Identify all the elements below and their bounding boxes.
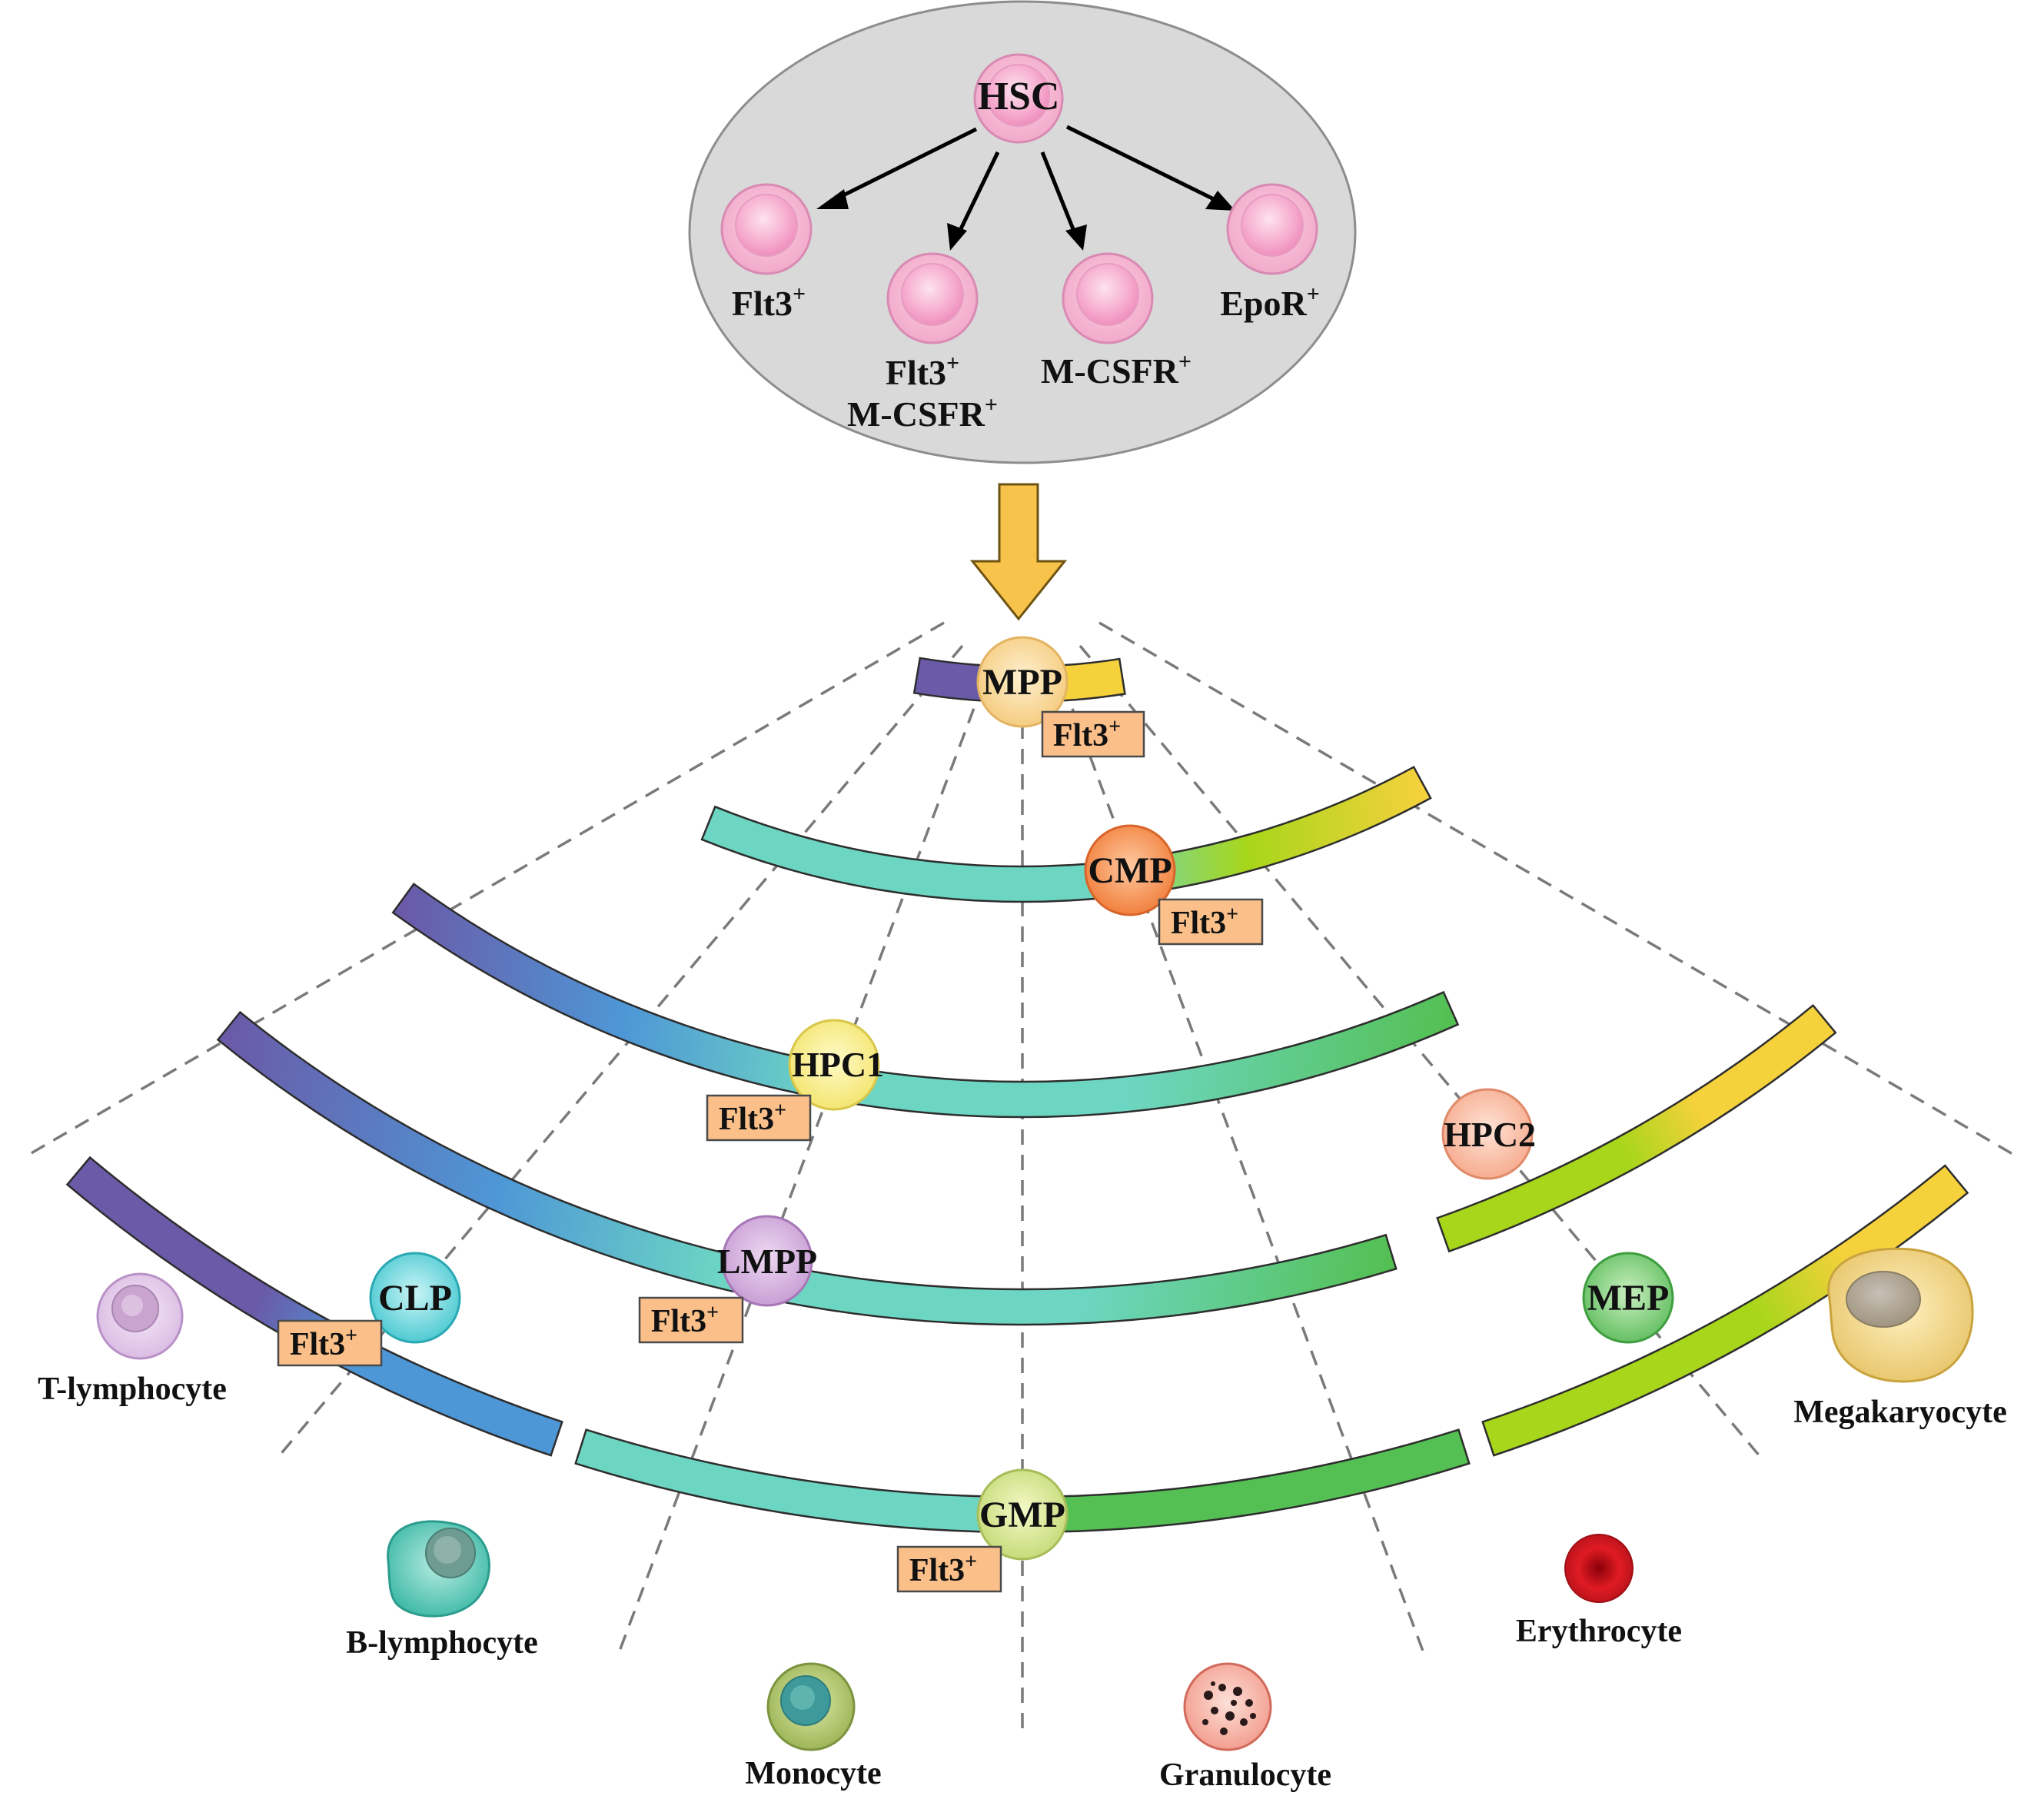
flt3-tag-gmp: Flt3+ xyxy=(896,1545,1002,1593)
granulocyte-cell xyxy=(1183,1662,1272,1751)
erythrocyte-label: Erythrocyte xyxy=(1516,1614,1682,1649)
mep-cell: MEP xyxy=(1582,1252,1674,1344)
megakaryocyte-label: Megakaryocyte xyxy=(1793,1395,2007,1430)
monocyte-label: Monocyte xyxy=(745,1756,881,1791)
subset-label-mcsfr-line2: M-CSFR+ xyxy=(847,392,998,434)
subset-label-epor: EpoR+ xyxy=(1220,281,1320,323)
svg-text:Flt3+: Flt3+ xyxy=(290,1324,357,1362)
b-lymphocyte-label: B-lymphocyte xyxy=(346,1625,538,1661)
subset-label-mcsfr: M-CSFR+ xyxy=(1041,349,1192,391)
monocyte-cell xyxy=(766,1662,856,1751)
svg-text:Flt3+: Flt3+ xyxy=(719,1099,786,1137)
flt3-tag-clp: Flt3+ xyxy=(277,1319,383,1367)
t-lymphocyte-label: T-lymphocyte xyxy=(38,1372,227,1407)
lmpp-cell: LMPP xyxy=(717,1215,817,1307)
svg-text:Flt3+: Flt3+ xyxy=(1053,715,1121,753)
arc-lmpp xyxy=(216,1010,1398,1326)
hpc1-cell: HPC1 xyxy=(788,1019,884,1111)
svg-text:Flt3+: Flt3+ xyxy=(1171,903,1238,941)
mpp-cell: MPP xyxy=(976,636,1069,728)
lineage-arcs xyxy=(65,657,1969,1534)
subset-cell-flt3 xyxy=(720,183,813,275)
arc-cmp xyxy=(700,766,1432,903)
arc-mep xyxy=(1481,1164,1969,1457)
svg-text:Flt3+: Flt3+ xyxy=(651,1301,719,1339)
gmp-cell: GMP xyxy=(976,1468,1069,1561)
cmp-cell: CMP xyxy=(1084,824,1176,916)
clp-label: CLP xyxy=(378,1278,452,1319)
svg-text:Flt3+: Flt3+ xyxy=(909,1550,977,1588)
hpc2-cell: HPC2 xyxy=(1441,1088,1536,1180)
hsc-arrowheads xyxy=(816,189,1235,251)
hsc-cell: HSC xyxy=(973,53,1064,144)
arc-gmp xyxy=(574,1428,1471,1534)
gmp-label: GMP xyxy=(979,1495,1065,1535)
b-lymphocyte-cell xyxy=(387,1520,490,1618)
subset-label-flt3-line1: Flt3+ xyxy=(886,351,959,392)
mep-label: MEP xyxy=(1587,1278,1670,1319)
hsc-compartment-ellipse xyxy=(688,0,1357,464)
subset-cell-epor xyxy=(1226,183,1318,275)
lmpp-label: LMPP xyxy=(717,1242,817,1281)
dashed-guides xyxy=(24,621,2019,1730)
hsc-arrows xyxy=(833,125,1220,238)
t-lymphocyte-cell xyxy=(96,1272,184,1360)
subset-cell-flt3-mcsfr xyxy=(886,252,979,344)
flt3-tag-lmpp: Flt3+ xyxy=(638,1296,744,1344)
flt3-tag-hpc1: Flt3+ xyxy=(706,1094,812,1142)
mpp-label: MPP xyxy=(982,662,1062,703)
flt3-tag-mpp: Flt3+ xyxy=(1041,710,1145,758)
subset-cell-mcsfr xyxy=(1062,252,1154,344)
cmp-label: CMP xyxy=(1088,850,1172,891)
hpc1-label: HPC1 xyxy=(792,1045,884,1084)
arc-hpc1 xyxy=(391,883,1460,1119)
flt3-tag-cmp: Flt3+ xyxy=(1158,898,1264,946)
hpc2-label: HPC2 xyxy=(1444,1115,1536,1154)
granulocyte-label: Granulocyte xyxy=(1159,1757,1331,1793)
erythrocyte-cell xyxy=(1564,1534,1634,1603)
megakaryocyte-cell xyxy=(1827,1247,1974,1383)
clp-cell: CLP xyxy=(369,1252,461,1344)
arc-clp xyxy=(65,1156,563,1457)
subset-label-flt3: Flt3+ xyxy=(732,281,806,323)
hsc-label: HSC xyxy=(978,75,1060,118)
arc-hpc2 xyxy=(1436,1003,1837,1253)
differentiation-arrow xyxy=(969,483,1068,621)
